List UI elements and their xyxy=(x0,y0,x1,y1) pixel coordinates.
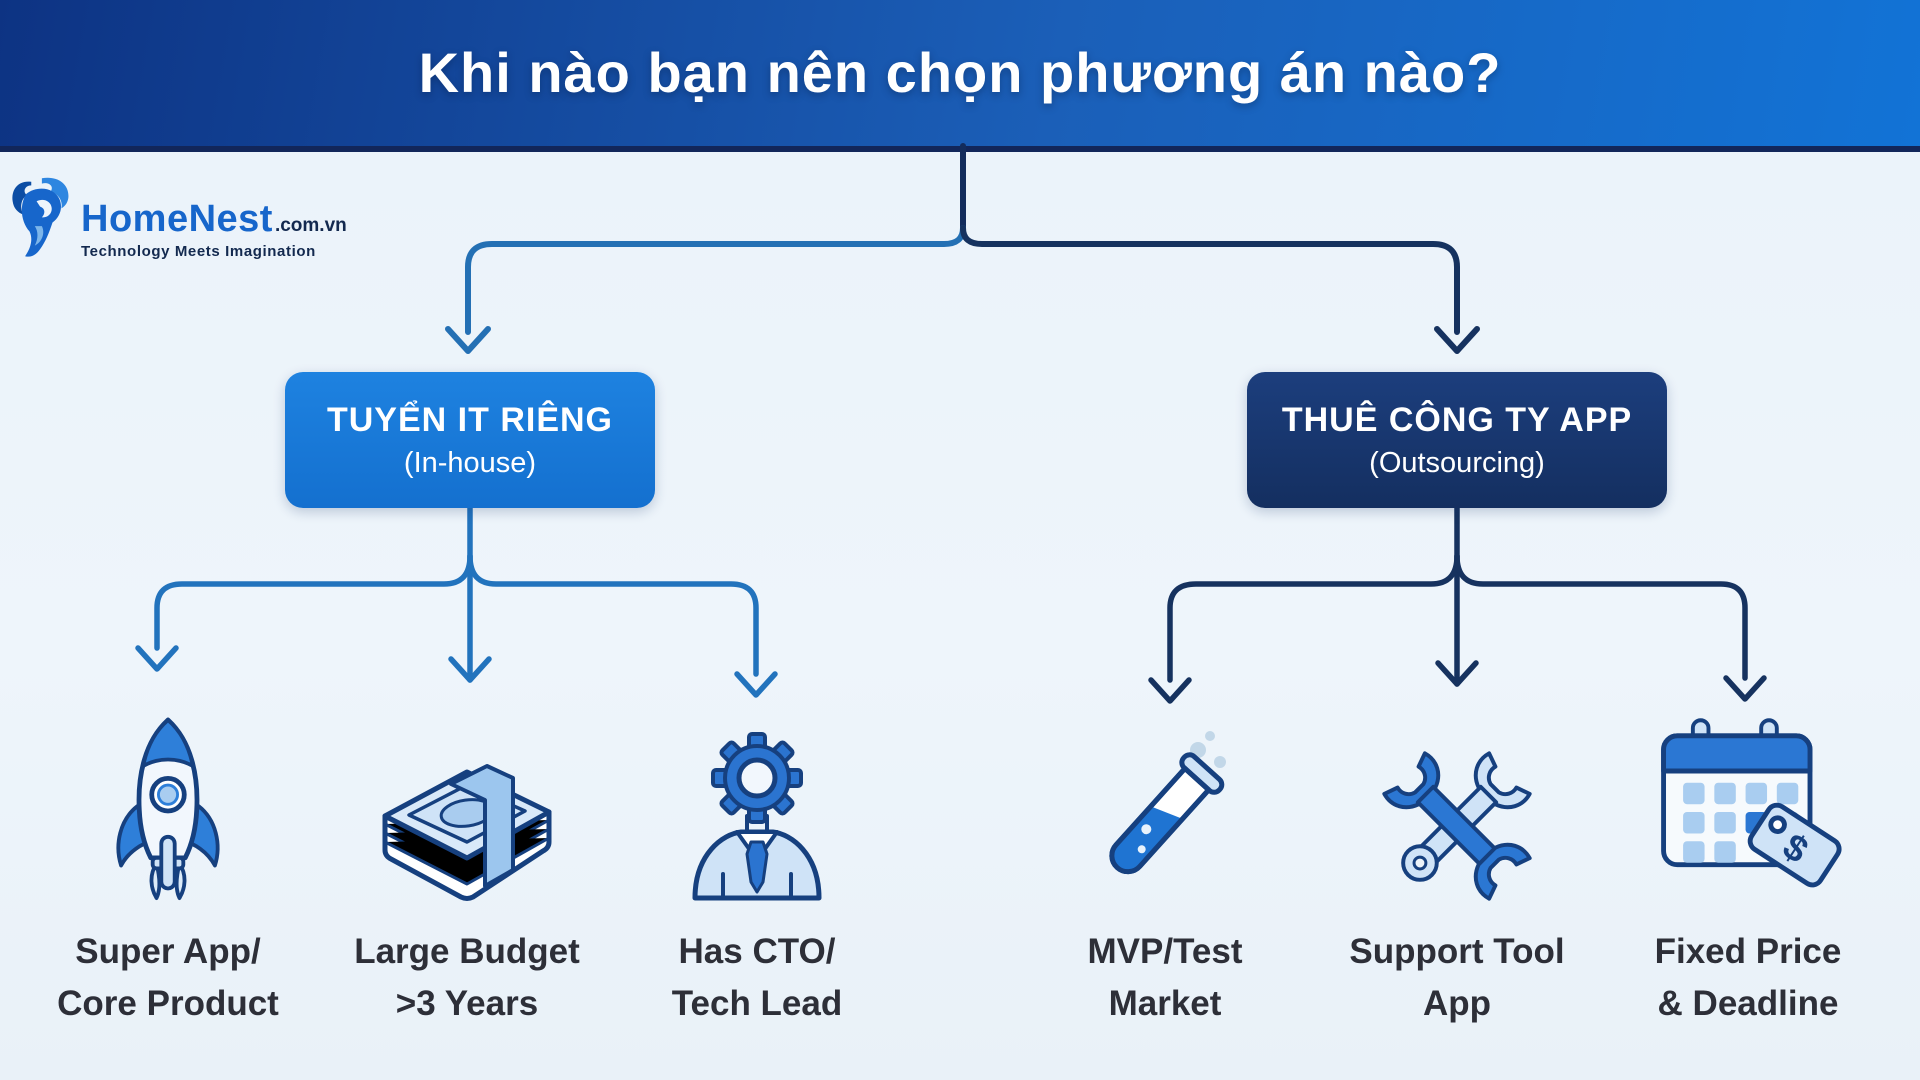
leaf-label-large-budget: Large Budget >3 Years xyxy=(354,932,580,1023)
crossed-wrenches-icon xyxy=(1382,751,1532,901)
in-house-title: TUYỂN IT RIÊNG xyxy=(326,400,614,439)
leaf-support-tool: Support Tool App xyxy=(1287,698,1627,1030)
bull-logo-icon xyxy=(12,177,69,257)
outsourcing-option-box: THUÊ CÔNG TY APP (Outsourcing) xyxy=(1247,372,1667,508)
leaf-fixed-price: $ Fixed Price & Deadline xyxy=(1578,698,1918,1030)
logo-domain: .com.vn xyxy=(274,215,347,236)
left-subtree-branches xyxy=(135,505,778,698)
in-house-option-box: TUYỂN IT RIÊNG (In-house) xyxy=(285,372,655,508)
leaf-super-app: Super App/ Core Product xyxy=(0,698,338,1030)
page-title: Khi nào bạn nên chọn phương án nào? xyxy=(418,41,1502,104)
leaf-label-super-app: Super App/ Core Product xyxy=(57,932,279,1023)
root-right-branch xyxy=(960,225,1480,354)
leaf-label-fixed-price: Fixed Price & Deadline xyxy=(1654,932,1842,1023)
leaf-label-has-cto: Has CTO/ Tech Lead xyxy=(671,932,843,1023)
logo-tagline: Technology Meets Imagination xyxy=(81,243,316,260)
outsourcing-subtitle: (Outsourcing) xyxy=(1369,446,1545,479)
root-left-branch xyxy=(445,225,966,354)
title-banner: Khi nào bạn nên chọn phương án nào? xyxy=(0,0,1920,152)
cto-gear-person-icon xyxy=(692,732,822,901)
calendar-price-tag-icon: $ xyxy=(1660,718,1842,888)
test-tube-icon xyxy=(1109,731,1226,875)
logo-name: HomeNest xyxy=(81,198,273,240)
leaf-has-cto: Has CTO/ Tech Lead xyxy=(587,698,927,1030)
leaf-label-support-tool: Support Tool App xyxy=(1349,932,1565,1023)
right-subtree-branches xyxy=(1148,505,1767,704)
leaf-large-budget: Large Budget >3 Years xyxy=(297,698,637,1030)
in-house-subtitle: (In-house) xyxy=(403,446,537,479)
outsourcing-title: THUÊ CÔNG TY APP xyxy=(1281,400,1633,439)
leaf-label-mvp-test: MVP/Test Market xyxy=(1087,932,1243,1023)
rocket-icon xyxy=(116,717,220,900)
logo-text: HomeNest .com.vn Technology Meets Imagin… xyxy=(81,198,347,260)
money-stack-icon xyxy=(382,764,552,901)
leaf-mvp-test: MVP/Test Market xyxy=(995,698,1335,1030)
homenest-logo: HomeNest .com.vn Technology Meets Imagin… xyxy=(10,172,347,266)
